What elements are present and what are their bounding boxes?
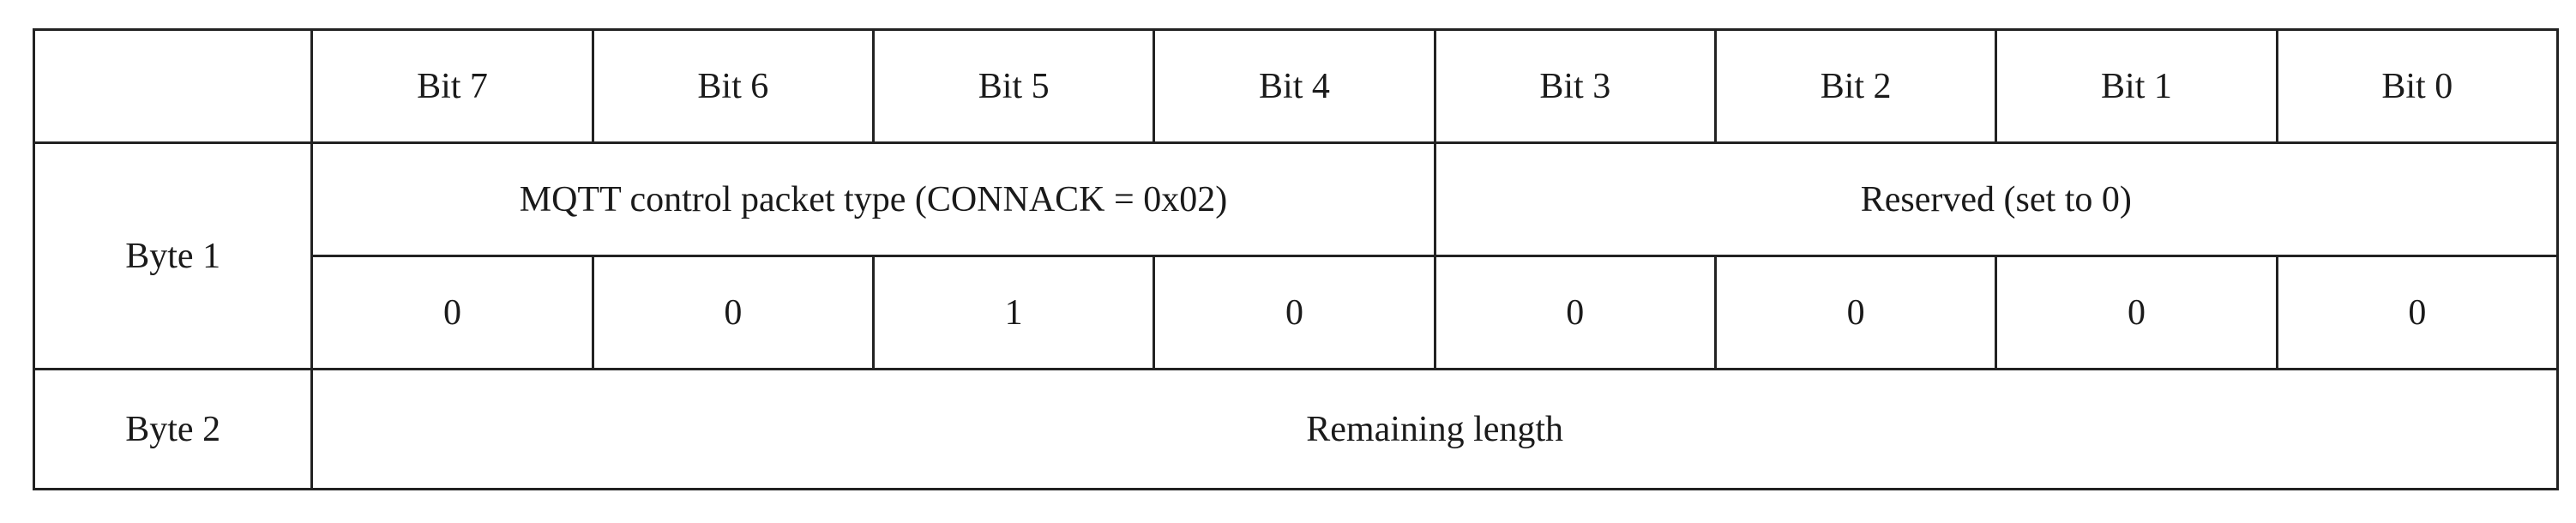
remaining-length-field: Remaining length	[310, 368, 2559, 490]
bit-value-2: 0	[1713, 255, 1998, 370]
connack-fixed-header-table: Bit 7 Bit 6 Bit 5 Bit 4 Bit 3 Bit 2 Bit …	[32, 28, 2560, 490]
bit-header-3: Bit 3	[1433, 28, 1717, 144]
reserved-field: Reserved (set to 0)	[1433, 141, 2560, 257]
corner-cell	[32, 28, 314, 144]
packet-type-field: MQTT control packet type (CONNACK = 0x02…	[310, 141, 1436, 257]
byte1-value-row: 0 0 1 0 0 0 0 0	[34, 255, 2560, 370]
bit-value-5: 1	[871, 255, 1156, 370]
bit-header-4: Bit 4	[1153, 28, 1436, 144]
bit-header-7: Bit 7	[310, 28, 594, 144]
byte2-row: Byte 2 Remaining length	[32, 368, 2559, 490]
byte1-field-row: Byte 1 MQTT control packet type (CONNACK…	[32, 141, 2560, 370]
bit-value-3: 0	[1433, 255, 1717, 370]
bit-header-6: Bit 6	[591, 28, 875, 144]
bit-value-4: 0	[1153, 255, 1436, 370]
bit-header-0: Bit 0	[2275, 28, 2560, 144]
bit-header-1: Bit 1	[1995, 28, 2278, 144]
bit-value-1: 0	[1995, 255, 2278, 370]
header-row: Bit 7 Bit 6 Bit 5 Bit 4 Bit 3 Bit 2 Bit …	[32, 28, 2560, 144]
bit-value-0: 0	[2275, 255, 2560, 370]
byte1-label: Byte 1	[32, 141, 314, 370]
byte2-label: Byte 2	[32, 368, 314, 490]
bit-header-2: Bit 2	[1713, 28, 1998, 144]
bit-value-7: 0	[310, 255, 594, 370]
bit-header-5: Bit 5	[871, 28, 1156, 144]
bit-value-6: 0	[591, 255, 875, 370]
